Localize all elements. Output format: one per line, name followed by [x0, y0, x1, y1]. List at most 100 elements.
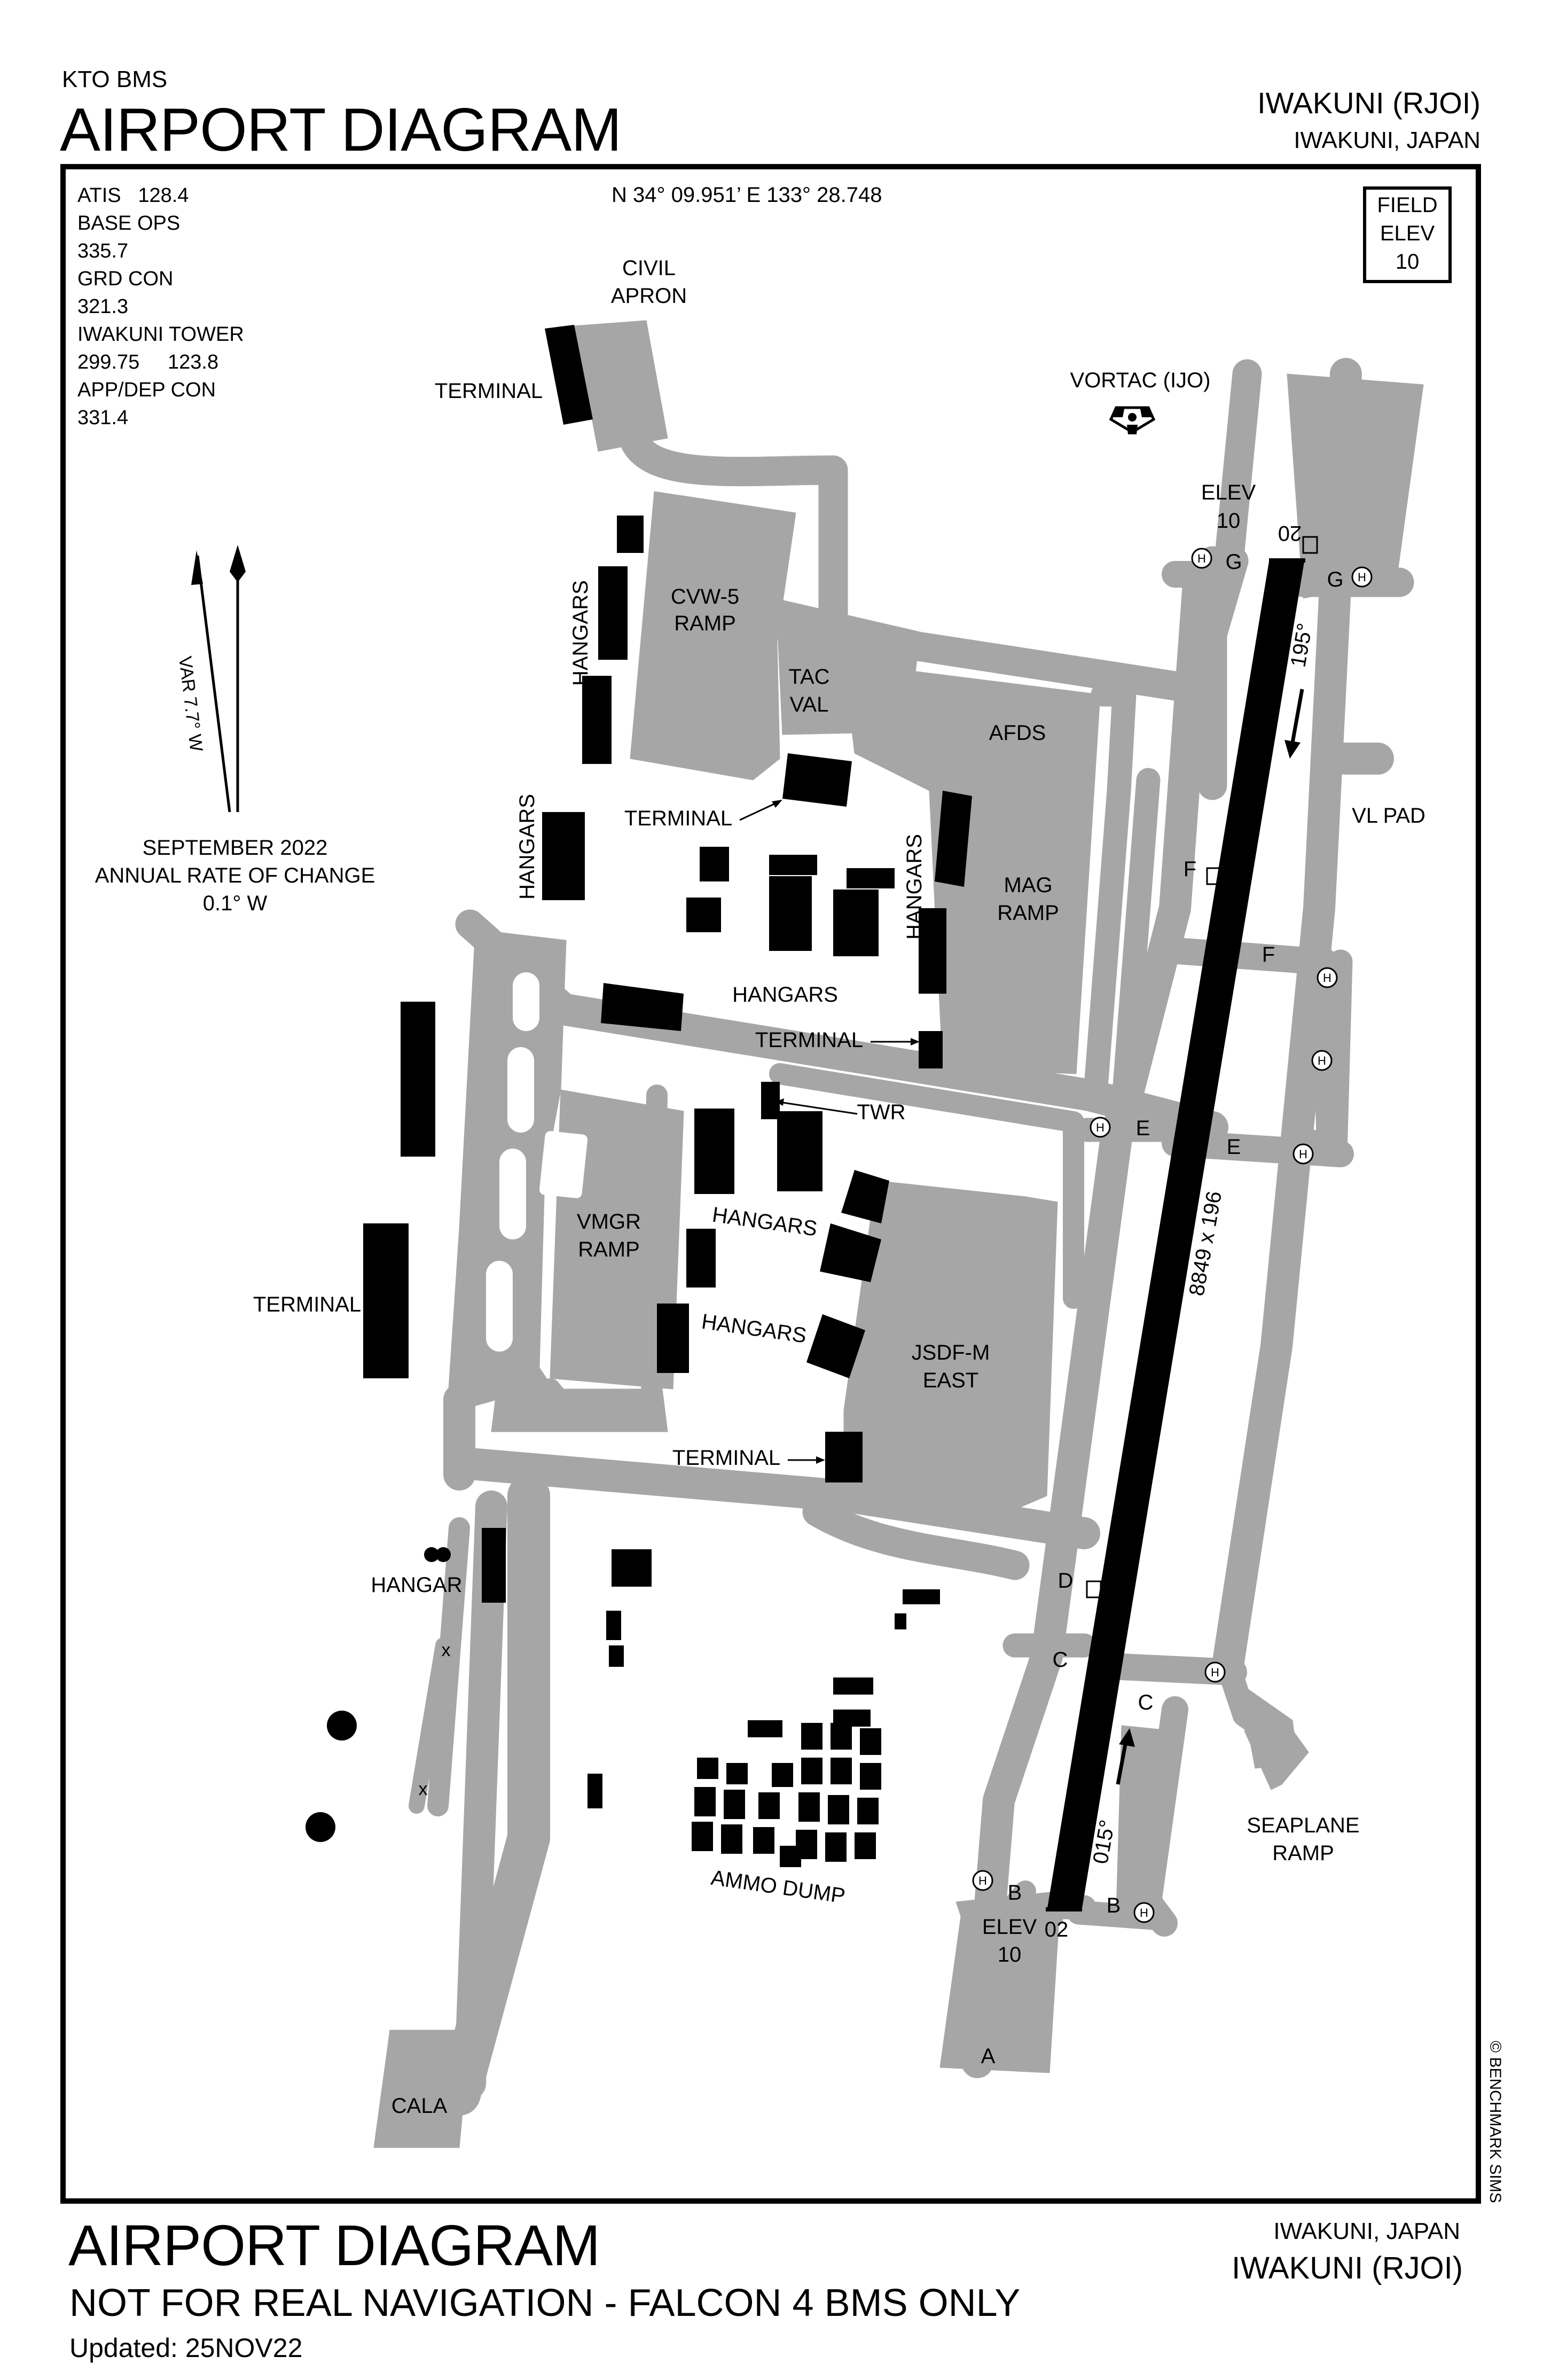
- helipad-icon: H: [1351, 566, 1373, 588]
- terminal-label-tacval: TERMINAL: [624, 807, 732, 830]
- hangars-label-mid: HANGARS: [732, 983, 838, 1006]
- terminal-label-mag: TERMINAL: [755, 1028, 863, 1052]
- hangars-label-west: HANGARS: [515, 794, 539, 900]
- freq-line: BASE OPS: [77, 212, 180, 235]
- terminal-label-civil: TERMINAL: [435, 379, 543, 403]
- svg-text:H: H: [1211, 1666, 1219, 1679]
- cala-label: CALA: [391, 2094, 448, 2118]
- terminal-label-jsdf: TERMINAL: [672, 1446, 780, 1470]
- footer-disclaimer: NOT FOR REAL NAVIGATION - FALCON 4 BMS O…: [69, 2282, 1021, 2324]
- ramp-islands: [486, 972, 588, 1352]
- leader-arrows: [739, 800, 920, 1464]
- seaplane-label: SEAPLANE: [1247, 1814, 1359, 1837]
- hangars-label-jsdf: HANGARS: [700, 1310, 808, 1348]
- svg-text:H: H: [1299, 1148, 1307, 1161]
- helipad-icon: H: [1204, 1661, 1226, 1683]
- jsdf-east-label: EAST: [923, 1369, 978, 1392]
- vmgr-label: VMGR: [577, 1210, 641, 1234]
- taxiway-f-label-east: F: [1262, 943, 1275, 966]
- svg-text:H: H: [1358, 571, 1366, 584]
- runway-elev-north-label: ELEV: [1201, 481, 1256, 504]
- mag-variation: VAR 7.7° W: [175, 655, 207, 753]
- taxiway-g-label-east: G: [1327, 568, 1343, 591]
- header-airport: IWAKUNI (RJOI): [1257, 86, 1480, 120]
- cvw5-ramp-label: RAMP: [674, 612, 736, 635]
- taxiway-a-label: A: [981, 2045, 996, 2068]
- frequency-list: ATIS 128.4 BASE OPS 335.7 GRD CON 321.3 …: [77, 184, 244, 429]
- svg-text:H: H: [1096, 1121, 1104, 1134]
- taxiway-c-label-east: C: [1138, 1691, 1154, 1714]
- copyright-text: © BENCHMARK SIMS: [1486, 2041, 1504, 2203]
- footer-airport: IWAKUNI (RJOI): [1232, 2251, 1463, 2285]
- diagram-frame: [60, 164, 1481, 2204]
- svg-text:H: H: [978, 1874, 987, 1887]
- vmgr-ramp-label: RAMP: [578, 1238, 640, 1261]
- markers: x x: [419, 1640, 451, 1799]
- hangar-label: HANGAR: [371, 1573, 462, 1597]
- svg-text:H: H: [1318, 1054, 1326, 1067]
- hold-lines: [1086, 536, 1318, 1598]
- helipad-icon: H: [1311, 1050, 1333, 1071]
- runway-elev-north: 10: [1217, 509, 1241, 533]
- header-source: KTO BMS: [62, 66, 168, 92]
- runway-arrow-south: [1284, 689, 1304, 759]
- taxiway-e-label-east: E: [1227, 1135, 1241, 1159]
- civil-terminal-building: [545, 325, 593, 425]
- vortac-label: VORTAC (IJO): [1070, 369, 1211, 392]
- freq-line: 331.4: [77, 407, 128, 429]
- svg-text:x: x: [419, 1779, 428, 1799]
- tacval-terminal-building: [782, 753, 852, 807]
- helipad-icon: H: [1133, 1902, 1155, 1923]
- freq-line: 335.7: [77, 240, 128, 262]
- footer-title: AIRPORT DIAGRAM: [68, 2213, 600, 2277]
- helipad-icon: H: [1191, 548, 1212, 569]
- runway-elev-south: 10: [998, 1943, 1022, 1967]
- runway-threshold-south: [1046, 1907, 1082, 1911]
- mag-rate: 0.1° W: [203, 892, 268, 915]
- taxiway-b-label-east: B: [1107, 1894, 1121, 1917]
- mag-rate-label: ANNUAL RATE OF CHANGE: [95, 864, 375, 887]
- trees: [306, 1547, 451, 1842]
- mag-date: SEPTEMBER 2022: [143, 836, 328, 860]
- runway-designator-20: 20: [1278, 521, 1302, 545]
- ammo-dump: [692, 1723, 881, 1867]
- field-elev-label-1: FIELD: [1377, 193, 1437, 217]
- civil-label: CIVIL: [622, 256, 676, 280]
- svg-text:H: H: [1197, 552, 1206, 565]
- taxiway-c-label-west: C: [1053, 1648, 1068, 1672]
- runway-threshold-north: [1269, 558, 1305, 563]
- taxiway-labels: A B B C C D E E F F G G: [981, 550, 1344, 2068]
- facility-labels: CIVIL APRON TERMINAL HANGARS CVW-5 RAMP …: [253, 256, 1425, 2118]
- freq-line: 299.75 123.8: [77, 351, 218, 373]
- terminal-label-west: TERMINAL: [253, 1293, 361, 1316]
- hangars-label-vmgr: HANGARS: [711, 1203, 819, 1241]
- svg-text:H: H: [1140, 1906, 1148, 1919]
- vl-pad-label: VL PAD: [1352, 804, 1425, 828]
- freq-line: GRD CON: [77, 268, 173, 290]
- field-elev-label-2: ELEV: [1380, 222, 1435, 245]
- taxiway-e-label-west: E: [1136, 1117, 1150, 1140]
- runway-elev-south-label: ELEV: [982, 1915, 1037, 1939]
- afds-label: AFDS: [989, 721, 1046, 745]
- tac-label: TAC: [788, 665, 829, 689]
- seaplane-ramp-label: RAMP: [1272, 1841, 1334, 1865]
- taxiway-d-label: D: [1058, 1569, 1074, 1593]
- helipad-icon: H: [972, 1870, 993, 1891]
- taxiway-f-label-west: F: [1184, 857, 1196, 881]
- twr-label: TWR: [857, 1101, 905, 1124]
- freq-line: 321.3: [77, 295, 128, 318]
- helipad-icon: H: [1317, 967, 1338, 988]
- helipads: H H H H H H H H H: [972, 548, 1373, 1923]
- runway-designator-02: 02: [1045, 1918, 1069, 1941]
- hangars-label-mag: HANGARS: [903, 834, 926, 940]
- buildings: [363, 325, 972, 1808]
- field-elev-value: 10: [1396, 250, 1420, 274]
- vortac-icon: [1109, 406, 1156, 434]
- footer-location: IWAKUNI, JAPAN: [1273, 2218, 1460, 2244]
- helipad-icon: H: [1292, 1143, 1314, 1165]
- runway: [1047, 558, 1305, 1911]
- freq-line: APP/DEP CON: [77, 379, 216, 401]
- val-label: VAL: [790, 693, 829, 716]
- ammo-dump-label: AMMO DUMP: [709, 1866, 847, 1908]
